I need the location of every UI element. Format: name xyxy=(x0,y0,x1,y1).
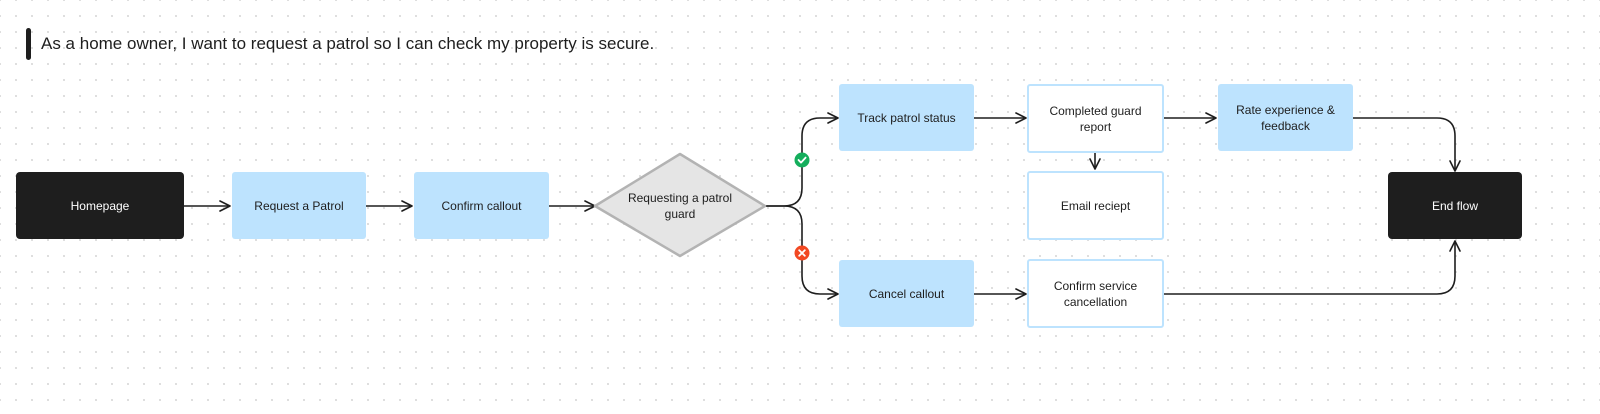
decision-label[interactable]: Requesting a patrol guard xyxy=(627,191,733,221)
node-rate-experience[interactable]: Rate experience & feedback xyxy=(1218,84,1353,151)
connector-rate-to-end xyxy=(1353,117,1461,172)
decision-diamond xyxy=(593,152,767,258)
node-guard-report[interactable]: Completed guard report xyxy=(1027,84,1164,153)
node-request-patrol-label: Request a Patrol xyxy=(254,198,344,213)
node-cancel-callout-label: Cancel callout xyxy=(868,286,945,301)
node-rate-experience-label: Rate experience & feedback xyxy=(1236,102,1335,133)
x-circle-icon xyxy=(794,245,810,261)
user-story-text: As a home owner, I want to request a pat… xyxy=(41,34,655,53)
node-homepage-label: Homepage xyxy=(70,198,130,213)
node-track-status[interactable]: Track patrol status xyxy=(839,84,974,151)
connector-confirmation-to-end xyxy=(1164,240,1461,295)
node-end-flow-label: End flow xyxy=(1431,198,1479,213)
node-confirm-cancellation[interactable]: Confirm service cancellation xyxy=(1027,259,1164,328)
story-marker xyxy=(26,28,31,60)
node-cancel-callout[interactable]: Cancel callout xyxy=(839,260,974,327)
node-email-receipt[interactable]: Email reciept xyxy=(1027,171,1164,240)
node-email-receipt-label: Email reciept xyxy=(1060,198,1131,213)
user-story: As a home owner, I want to request a pat… xyxy=(26,28,654,60)
node-track-status-label: Track patrol status xyxy=(857,110,956,125)
node-confirm-cancellation-label: Confirm service cancellation xyxy=(1053,278,1138,309)
node-request-patrol[interactable]: Request a Patrol xyxy=(232,172,366,239)
node-guard-report-label: Completed guard report xyxy=(1049,103,1142,134)
node-confirm-callout[interactable]: Confirm callout xyxy=(414,172,549,239)
node-homepage[interactable]: Homepage xyxy=(16,172,184,239)
node-end-flow[interactable]: End flow xyxy=(1388,172,1522,239)
node-confirm-callout-label: Confirm callout xyxy=(441,198,522,213)
check-circle-icon xyxy=(794,152,810,168)
